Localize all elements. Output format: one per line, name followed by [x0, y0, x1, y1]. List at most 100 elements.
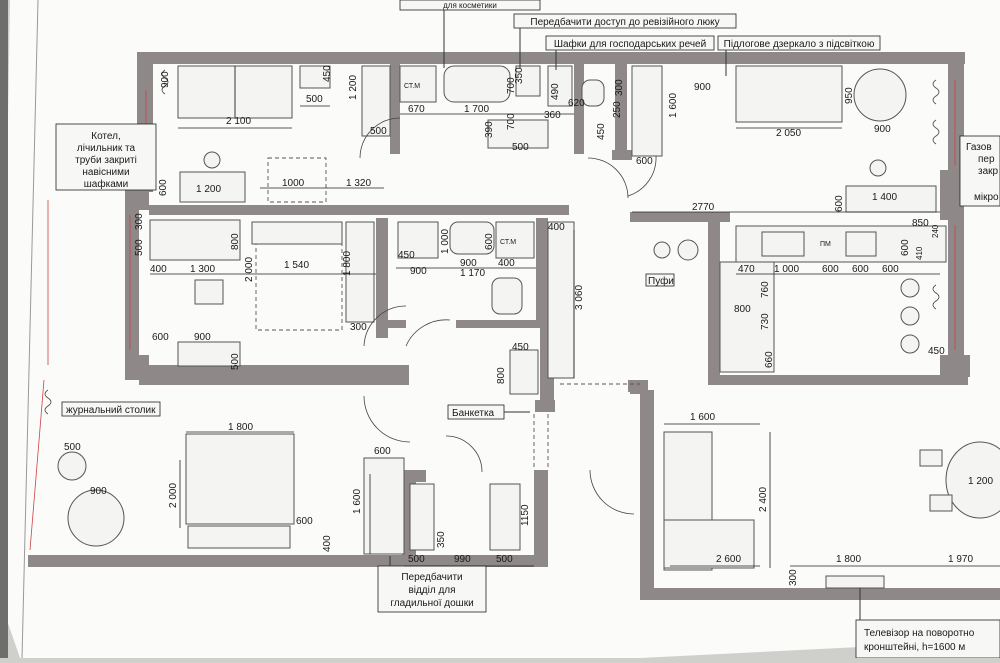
- dimension-label: 600: [296, 516, 313, 527]
- annotation-tv-1: Телевізор на поворотно: [864, 628, 975, 639]
- dimension-lines: [150, 105, 1000, 568]
- dimension-label: 670: [408, 104, 425, 115]
- annotation-tv-2: кронштейні, h=1600 м: [864, 642, 965, 653]
- furniture: [57, 65, 1000, 589]
- dimension-label: 240: [931, 224, 940, 238]
- annotation-top-cut: для косметики: [443, 1, 497, 10]
- annotation-gas-1: Газов: [966, 142, 992, 153]
- dimension-label: 1 000: [440, 229, 451, 254]
- dimension-label: 400: [322, 535, 333, 552]
- dimension-label: 900: [694, 82, 711, 93]
- dimension-label: 700: [506, 77, 517, 94]
- annotation-boiler-4: навісними: [82, 167, 129, 178]
- dimension-label: 600: [834, 195, 845, 212]
- dimension-label: 1 700: [464, 104, 489, 115]
- dimension-label: 400: [498, 258, 515, 269]
- annotation-boiler-1: Котел,: [91, 131, 120, 142]
- annotation-poufs: Пуфи: [648, 275, 674, 287]
- dimension-label: 1 800: [836, 554, 861, 565]
- dimension-label: 800: [230, 233, 241, 250]
- dimension-label: 3 060: [574, 285, 585, 310]
- dimension-label: 410: [915, 246, 924, 260]
- dimension-texts: 900 450 500 1 200 2 100 500 670 1 700 35…: [64, 65, 993, 586]
- annotation-texts: для косметики Передбачити доступ до реві…: [66, 1, 999, 653]
- annotation-ironing-1: Передбачити: [401, 571, 462, 583]
- annotation-floor-mirror: Підлогове дзеркало з підсвіткою: [724, 39, 875, 50]
- dimension-label: 1 540: [284, 260, 309, 271]
- dimension-label: 1 600: [668, 93, 679, 118]
- dimension-label: 1 200: [348, 75, 359, 100]
- dimension-label: 700: [506, 113, 517, 130]
- dimension-label: 470: [738, 264, 755, 275]
- dimension-label: 500: [134, 239, 145, 256]
- dimension-label: 450: [512, 342, 529, 353]
- dimension-label: 600: [158, 179, 169, 196]
- dimension-label: 600: [484, 233, 495, 250]
- dimension-label: 500: [230, 353, 241, 370]
- annotation-utility-cabinets: Шафки для господарських речей: [554, 38, 706, 50]
- dimension-label: 2 100: [226, 116, 251, 127]
- dimension-label: 300: [134, 213, 145, 230]
- dimension-label: 1 200: [196, 184, 221, 195]
- dishwasher-label: ПМ: [820, 241, 831, 248]
- dimension-label: 450: [322, 65, 333, 82]
- dimension-label: 660: [764, 351, 775, 368]
- dimension-label: 900: [410, 266, 427, 277]
- dimension-label: 2 050: [776, 128, 801, 139]
- dimension-label: 2770: [692, 202, 715, 213]
- dimension-label: 1 320: [346, 178, 371, 189]
- dimension-label: 1 300: [190, 264, 215, 275]
- annotation-boxes: [55, 0, 1000, 659]
- dimension-label: 1 800: [228, 422, 253, 433]
- windows: [29, 69, 956, 551]
- dimension-label: 300: [614, 79, 625, 96]
- annotation-ironing-2: відділ для: [408, 585, 455, 596]
- dimension-label: 600: [636, 156, 653, 167]
- dimension-label: 1 800: [342, 251, 353, 276]
- dimension-label: 1150: [520, 504, 531, 526]
- dimension-label: 2 000: [168, 483, 179, 508]
- dimension-label: 400: [548, 222, 565, 233]
- dimension-label: 450: [596, 123, 607, 140]
- annotation-gas-3: закр: [978, 166, 999, 177]
- dimension-label: 450: [928, 346, 945, 357]
- dimension-label: 620: [568, 98, 585, 109]
- annotation-revision-hatch: Передбачити доступ до ревізійного люку: [530, 16, 719, 28]
- dimension-label: 900: [160, 71, 171, 88]
- dimension-label: 1 600: [690, 412, 715, 423]
- dimension-label: 900: [874, 124, 891, 135]
- dimension-label: 800: [496, 367, 507, 384]
- dimension-label: 600: [152, 332, 169, 343]
- annotation-microwave: мікро: [974, 192, 999, 203]
- dimension-label: 390: [484, 121, 495, 138]
- dimension-label: 900: [90, 486, 107, 497]
- annotation-boiler-2: лічильник та: [77, 143, 136, 154]
- dimension-label: 360: [544, 110, 561, 121]
- dimension-label: 350: [514, 67, 525, 84]
- annotation-boiler-3: труби закриті: [75, 154, 137, 166]
- dimension-label: 990: [454, 554, 471, 565]
- washer-label: СТ.М: [404, 83, 420, 90]
- dimension-label: 1 000: [774, 264, 799, 275]
- dimension-label: 500: [512, 142, 529, 153]
- dimension-label: 1 600: [352, 489, 363, 514]
- dimension-label: 1 200: [968, 476, 993, 487]
- dimension-label: 600: [882, 264, 899, 275]
- dimension-label: 600: [374, 446, 391, 457]
- dimension-label: 250: [612, 101, 623, 118]
- dimension-label: 350: [436, 531, 447, 548]
- dimension-label: 950: [844, 87, 855, 104]
- dimension-label: 1 970: [948, 554, 973, 565]
- dimension-label: 760: [760, 281, 771, 298]
- dimension-label: 500: [64, 442, 81, 453]
- doors: [359, 117, 657, 515]
- washer-label-2: СТ.М: [500, 239, 516, 246]
- dimension-label: 450: [398, 250, 415, 261]
- dimension-label: 900: [460, 258, 477, 269]
- dimension-label: 600: [852, 264, 869, 275]
- dimension-label: 500: [496, 554, 513, 565]
- dimension-label: 1000: [282, 178, 305, 189]
- dimension-label: 500: [370, 126, 387, 137]
- dimension-label: 800: [734, 304, 751, 315]
- dimension-label: 730: [760, 313, 771, 330]
